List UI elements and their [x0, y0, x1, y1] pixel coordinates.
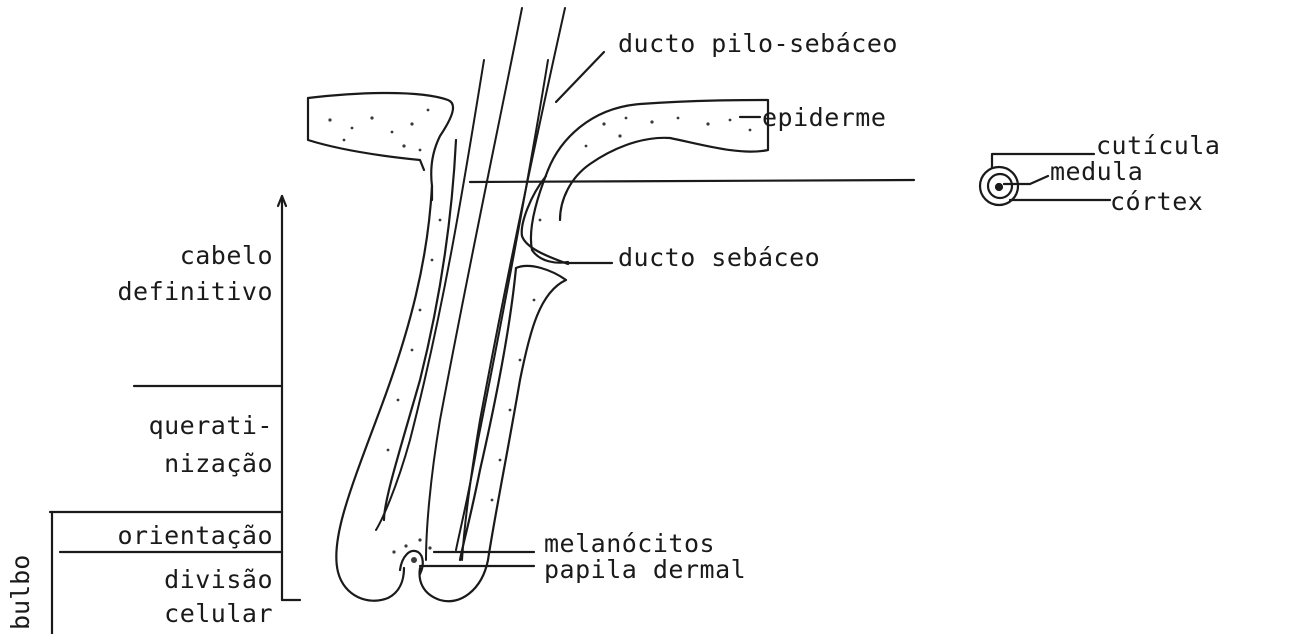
label-cuticula: cutícula	[1096, 132, 1220, 160]
leader-ducto-pilo	[556, 52, 604, 102]
follicle-inner-left	[384, 140, 456, 520]
label-epiderme: epiderme	[762, 104, 886, 132]
follicle-outer-left	[336, 186, 432, 601]
follicle-inner-right	[460, 268, 516, 560]
label-nizacao: nização	[164, 450, 273, 478]
epidermis-right	[548, 100, 768, 220]
label-divisao: divisão	[164, 566, 273, 594]
label-orientacao: orientação	[117, 522, 273, 550]
epidermis-left	[308, 93, 453, 200]
hair-shaft-line-3	[376, 60, 484, 530]
label-definitivo: definitivo	[117, 278, 273, 306]
label-cabelo: cabelo	[180, 242, 273, 270]
label-medula: medula	[1050, 158, 1143, 186]
label-cortex: córtex	[1110, 188, 1203, 216]
label-querati: querati-	[149, 412, 273, 440]
label-ducto-pilo-sebaceo: ducto pilo-sebáceo	[618, 30, 898, 58]
leader-horizontal-cut	[470, 180, 914, 182]
hair-cross-section-core	[996, 184, 1002, 190]
label-papila-dermal: papila dermal	[544, 556, 746, 584]
label-bulbo: bulbo	[6, 555, 35, 630]
label-melanocitos: melanócitos	[544, 530, 715, 558]
label-ducto-sebaceo: ducto sebáceo	[618, 244, 820, 272]
label-celular: celular	[164, 600, 273, 628]
